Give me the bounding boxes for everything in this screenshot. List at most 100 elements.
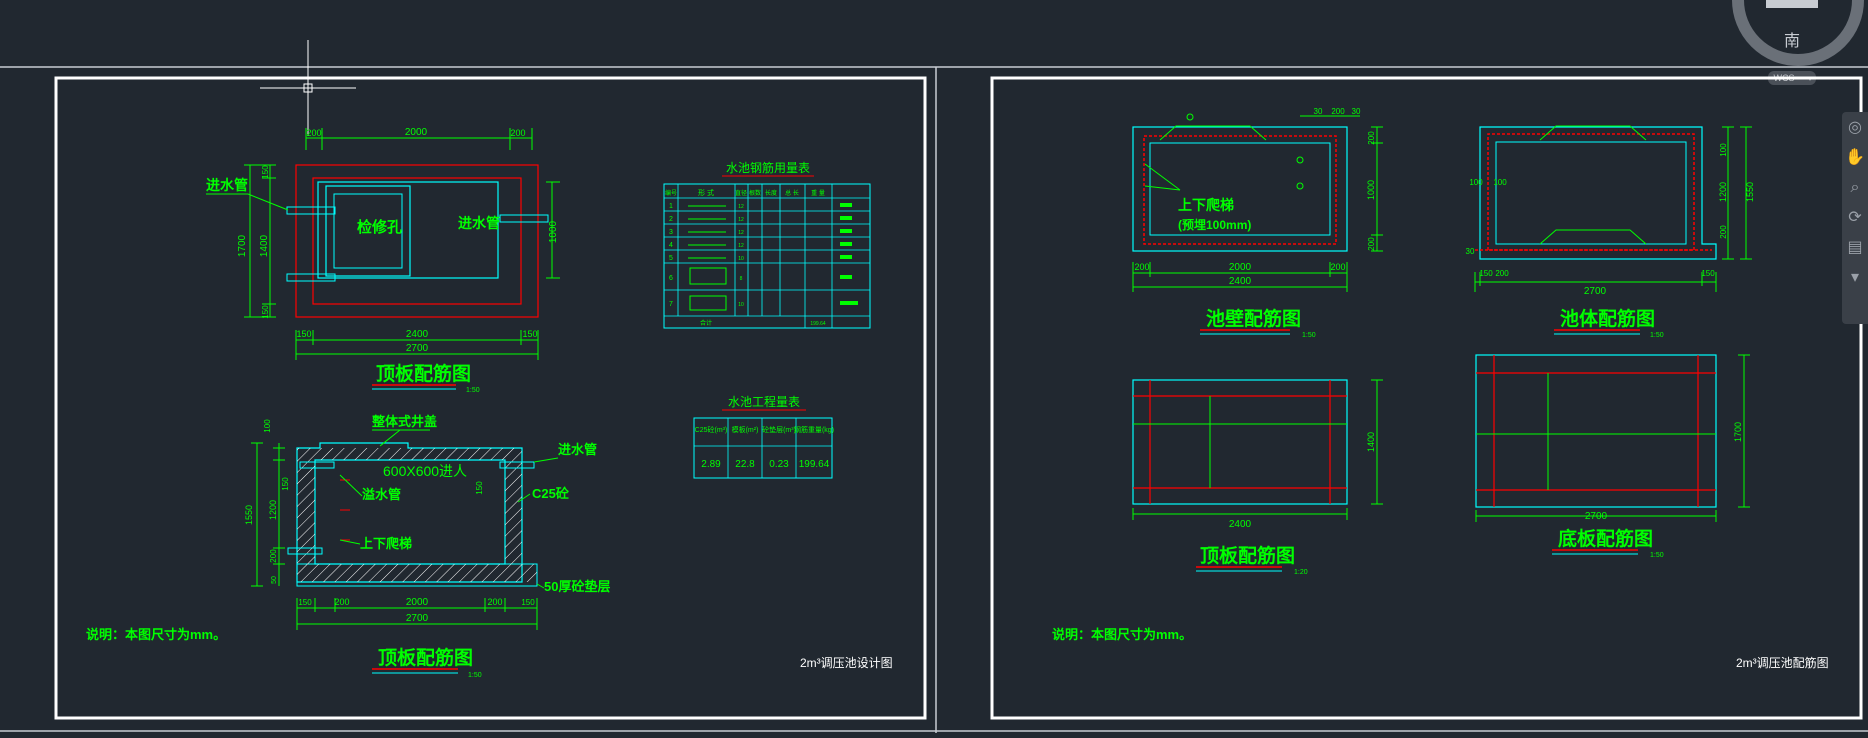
table-header: 形 式 <box>698 188 714 197</box>
dim-text: 150 <box>521 598 535 607</box>
wall-view-title: 池壁配筋图 <box>1206 307 1301 330</box>
table-cell: 2 <box>669 216 673 223</box>
dim-text: 200 <box>487 597 502 607</box>
dim-text: 30 <box>1352 107 1361 116</box>
overflow-label: 溢水管 <box>362 487 401 502</box>
dim-text: 150 <box>1701 269 1715 278</box>
dim-text: 150 <box>1479 269 1493 278</box>
orbit-icon[interactable]: ⟳ <box>1848 207 1862 226</box>
dim-text: 30 <box>1314 107 1323 116</box>
dim-text: 100 <box>1469 178 1483 187</box>
quantity-table-title: 水池工程量表 <box>728 394 800 409</box>
left-sheet: 检修孔 进水管 进水管 200 2000 200 <box>54 40 927 720</box>
scale-label: 1:50 <box>466 387 480 394</box>
dim-text: 1200 <box>268 500 278 520</box>
table-cell: 7 <box>669 301 673 308</box>
left-sheet-border <box>54 76 927 720</box>
quantity-table: 水池工程量表 C25砼(m³) 模板(m²) 砼垫层(m³) 钢筋重量(kg) … <box>693 394 834 479</box>
dim-text: 1400 <box>259 234 270 257</box>
dim-text: 100 <box>1493 178 1507 187</box>
left-note: 说明：本图尺寸为mm。 <box>86 627 226 642</box>
more-icon[interactable]: ▾ <box>1850 267 1860 286</box>
dim-text: 2400 <box>1229 276 1252 287</box>
concrete-label: C25砼 <box>532 486 570 501</box>
opening-label: 600X600进人 <box>383 463 467 479</box>
viewcube-south[interactable]: 南 <box>1784 32 1800 50</box>
dim-text: 2400 <box>406 329 429 340</box>
crosshair-cursor-icon <box>260 40 356 136</box>
dim-text: 2700 <box>1585 511 1608 522</box>
scale-label: 1:20 <box>1294 569 1308 576</box>
table-cell: 12 <box>738 243 744 249</box>
table-cell: 4 <box>669 242 673 249</box>
table-cell: 12 <box>738 230 744 236</box>
dim-text: 2400 <box>1229 519 1252 530</box>
dim-text: 30 <box>1466 247 1475 256</box>
dim-text: 1000 <box>548 220 559 243</box>
showmotion-icon[interactable]: ▤ <box>1847 237 1863 256</box>
top-slab-title: 顶板配筋图 <box>1200 544 1295 567</box>
right-title-block: 2m³调压池配筋图 <box>1736 655 1829 670</box>
table-header: 模板(m²) <box>732 425 759 434</box>
top-plan-title: 顶板配筋图 <box>376 362 471 385</box>
rebar-table-title: 水池钢筋用量表 <box>726 160 810 175</box>
steering-wheel-icon[interactable]: ◎ <box>1848 117 1862 136</box>
dim-text: 150 <box>261 305 270 319</box>
dim-text: 1550 <box>244 505 254 525</box>
dim-text: 200 <box>269 549 278 563</box>
dim-text: 200 <box>334 597 349 607</box>
table-cell: 10 <box>738 302 744 308</box>
inlet-left-label: 进水管 <box>206 177 248 193</box>
dim-text: 1000 <box>1366 180 1376 200</box>
scale-label: 1:50 <box>1650 552 1664 559</box>
dim-text: 150 <box>522 329 537 339</box>
viewcube[interactable]: 南 <box>1732 0 1864 66</box>
dim-text: 150 <box>261 165 270 179</box>
dim-text: 200 <box>306 128 321 138</box>
table-header: 总 长 <box>785 189 799 197</box>
dim-text: 200 <box>510 128 525 138</box>
dim-text: 150 <box>475 481 484 495</box>
rebar-table: 水池钢筋用量表 编号 形 式 直径 <box>663 160 871 329</box>
table-header: 长度 <box>765 189 777 197</box>
ladder-label: 上下爬梯 <box>1178 197 1234 213</box>
section-view: 整体式井盖 600X600进人 溢水管 上下爬梯 进水管 C25砼 50厚砼垫层 <box>244 414 610 679</box>
cover-label: 整体式井盖 <box>371 414 437 429</box>
scale-label: 1:50 <box>468 672 482 679</box>
dim-text: 200 <box>1495 269 1509 278</box>
table-header: 重 量 <box>811 189 825 197</box>
viewcube-face[interactable] <box>1766 0 1818 8</box>
dim-text: 1550 <box>1745 182 1755 202</box>
dim-text: 2700 <box>406 613 429 624</box>
right-sheet-border <box>990 76 1863 720</box>
table-cell: 22.8 <box>735 459 755 470</box>
pan-icon[interactable]: ✋ <box>1845 147 1865 166</box>
top-plan-view: 检修孔 进水管 进水管 200 2000 200 <box>206 127 560 394</box>
table-cell: 12 <box>738 204 744 210</box>
dim-text: 2000 <box>405 127 428 138</box>
table-header: C25砼(m³) <box>695 425 728 434</box>
table-cell: 199.64 <box>799 459 830 470</box>
zoom-icon[interactable]: ⌕ <box>1850 177 1860 196</box>
table-header: 编号 <box>665 189 677 197</box>
dim-text: 150 <box>296 329 311 339</box>
table-header: 钢筋重量(kg) <box>794 425 834 434</box>
total-label: 合计 <box>700 319 712 327</box>
table-cell: 6 <box>669 275 673 282</box>
total-value: 199.64 <box>810 321 826 327</box>
bottom-slab-title: 底板配筋图 <box>1558 527 1653 550</box>
navigation-bar[interactable]: ◎ ✋ ⌕ ⟳ ▤ ▾ <box>1842 112 1868 324</box>
inlet-label: 进水管 <box>558 442 597 457</box>
table-cell: 5 <box>669 255 673 262</box>
inlet-right-label: 进水管 <box>458 215 500 231</box>
left-title-block: 2m³调压池设计图 <box>800 656 893 670</box>
dim-text: 1700 <box>1733 422 1743 442</box>
table-cell: 0.23 <box>769 459 789 470</box>
scale-label: 1:50 <box>1650 332 1664 339</box>
manhole-label: 检修孔 <box>357 218 402 236</box>
dim-text: 150 <box>298 598 312 607</box>
dim-text: 2700 <box>406 343 429 354</box>
table-header: 砼垫层(m³) <box>762 425 796 434</box>
